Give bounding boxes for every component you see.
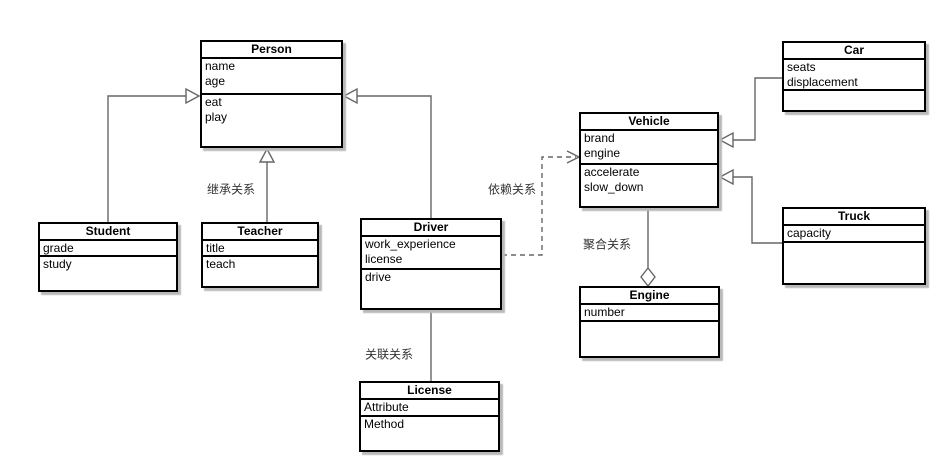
method: slow_down <box>584 180 644 194</box>
class-car[interactable]: Car seats displacement <box>782 41 926 112</box>
attribute: seats <box>787 60 816 74</box>
methods-section: eat play <box>202 95 341 146</box>
attributes-section: seats displacement <box>784 60 924 91</box>
attribute: number <box>584 305 625 319</box>
inheritance-arrowhead <box>342 87 358 105</box>
class-student[interactable]: Student grade study <box>38 222 178 292</box>
methods-section <box>784 243 924 283</box>
method: Method <box>364 417 405 431</box>
edge-label-aggregation: 聚合关系 <box>581 235 633 253</box>
class-person[interactable]: Person name age eat play <box>200 40 343 148</box>
method: study <box>43 257 72 271</box>
edge-student-person <box>107 87 201 222</box>
inheritance-arrowhead <box>258 147 276 163</box>
methods-section: teach <box>203 257 317 286</box>
edge-truck-vehicle <box>718 168 782 244</box>
edge-label-association: 关联关系 <box>363 345 415 363</box>
attribute: displacement <box>787 75 858 89</box>
attributes-section: title <box>203 241 317 257</box>
methods-section: accelerate slow_down <box>581 165 717 206</box>
methods-section: drive <box>362 270 500 308</box>
attribute: title <box>206 241 225 255</box>
class-driver[interactable]: Driver work_experience license drive <box>360 218 502 310</box>
class-license[interactable]: License Attribute Method <box>359 381 500 452</box>
method: teach <box>206 257 236 271</box>
class-title: Truck <box>784 209 924 226</box>
class-teacher[interactable]: Teacher title teach <box>201 222 319 288</box>
attribute: work_experience <box>365 237 456 251</box>
edge-label-dependency: 依赖关系 <box>486 180 538 198</box>
edge-driver-vehicle <box>502 150 581 256</box>
class-vehicle[interactable]: Vehicle brand engine accelerate slow_dow… <box>579 112 719 208</box>
method: play <box>205 110 228 124</box>
attribute: engine <box>584 146 621 160</box>
attribute: name <box>205 59 236 73</box>
attribute: age <box>205 74 226 88</box>
methods-section <box>581 322 718 356</box>
attribute: capacity <box>787 226 832 240</box>
attributes-section: brand engine <box>581 131 717 165</box>
inheritance-arrowhead <box>185 87 201 105</box>
edge-teacher-person <box>258 147 276 222</box>
class-title: Driver <box>362 220 500 237</box>
methods-section: study <box>40 257 176 290</box>
aggregation-diamond <box>640 266 656 288</box>
attributes-section: grade <box>40 241 176 257</box>
attributes-section: Attribute <box>361 400 498 417</box>
class-title: Student <box>40 224 176 241</box>
attributes-section: capacity <box>784 226 924 243</box>
attributes-section: work_experience license <box>362 237 500 270</box>
class-truck[interactable]: Truck capacity <box>782 207 926 285</box>
class-engine[interactable]: Engine number <box>579 286 720 358</box>
method: eat <box>205 95 222 109</box>
class-title: Car <box>784 43 924 60</box>
methods-section: Method <box>361 417 498 450</box>
attribute: Attribute <box>364 400 409 414</box>
class-title: Teacher <box>203 224 317 241</box>
class-title: Person <box>202 42 341 59</box>
edge-vehicle-engine <box>640 208 656 288</box>
attribute: brand <box>584 131 615 145</box>
attributes-section: name age <box>202 59 341 95</box>
edge-driver-person <box>342 87 432 218</box>
edge-label-inheritance: 继承关系 <box>205 180 257 198</box>
class-title: Vehicle <box>581 114 717 131</box>
class-title: License <box>361 383 498 400</box>
attribute: grade <box>43 241 74 255</box>
attributes-section: number <box>581 305 718 322</box>
methods-section <box>784 91 924 110</box>
method: accelerate <box>584 165 640 179</box>
attribute: license <box>365 252 403 266</box>
class-title: Engine <box>581 288 718 305</box>
edge-car-vehicle <box>718 77 782 149</box>
method: drive <box>365 270 392 284</box>
inheritance-arrowhead <box>718 168 734 186</box>
inheritance-arrowhead <box>718 131 734 149</box>
